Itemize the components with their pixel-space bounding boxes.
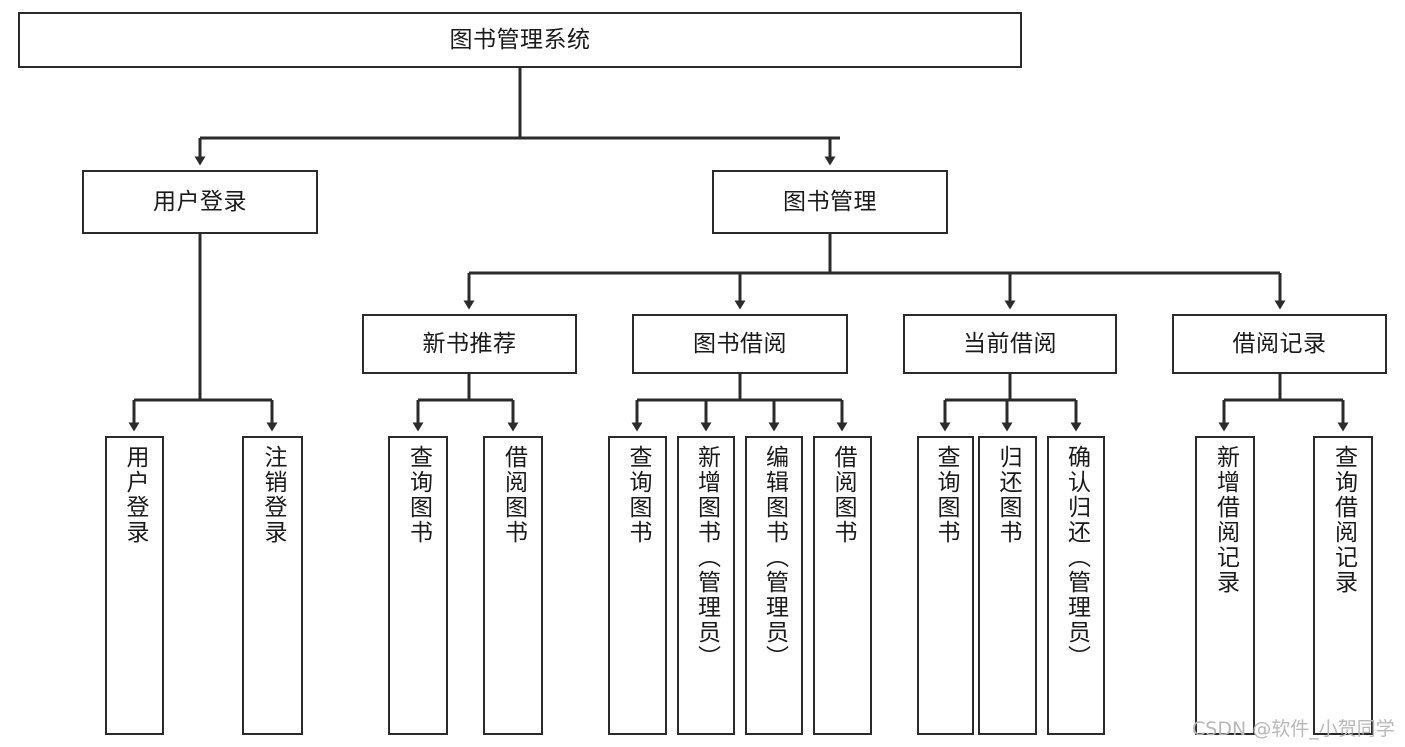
node-level3-book-borrow-label: 图书借阅 [693,330,787,357]
node-leaf-query-book-recommend[interactable]: 查询图书 [388,436,448,735]
node-leaf-borrow-book-label: 借阅图书 [830,445,856,545]
node-leaf-query-book-recommend-label: 查询图书 [405,445,432,545]
node-leaf-edit-book-admin[interactable]: 编辑图书（管理员） [745,436,803,735]
node-level2-user-login-label: 用户登录 [153,188,247,215]
node-leaf-query-book-borrow-label: 查询图书 [625,445,651,545]
node-leaf-confirm-return-admin-label: 确认归还（管理员） [1063,445,1090,670]
node-leaf-query-borrow-record[interactable]: 查询借阅记录 [1313,436,1373,735]
node-leaf-borrow-book-recommend[interactable]: 借阅图书 [483,436,543,735]
node-leaf-user-login-label: 用户登录 [122,445,148,545]
node-level3-borrow-records-label: 借阅记录 [1232,330,1327,357]
node-leaf-user-login[interactable]: 用户登录 [105,436,164,735]
node-leaf-return-book-label: 归还图书 [995,445,1021,545]
node-level3-current-borrow[interactable]: 当前借阅 [903,314,1117,374]
node-leaf-borrow-book-recommend-label: 借阅图书 [500,445,527,545]
node-leaf-add-borrow-record[interactable]: 新增借阅记录 [1195,436,1255,735]
node-root[interactable]: 图书管理系统 [18,12,1022,68]
node-level3-book-borrow[interactable]: 图书借阅 [632,314,848,374]
node-root-label: 图书管理系统 [449,26,591,53]
node-level2-user-login[interactable]: 用户登录 [82,170,318,234]
node-leaf-query-borrow-record-label: 查询借阅记录 [1330,445,1357,595]
node-leaf-confirm-return-admin[interactable]: 确认归还（管理员） [1047,436,1105,735]
node-level3-current-borrow-label: 当前借阅 [963,330,1057,357]
node-leaf-borrow-book[interactable]: 借阅图书 [813,436,872,735]
node-leaf-return-book[interactable]: 归还图书 [978,436,1037,735]
node-leaf-edit-book-admin-label: 编辑图书（管理员） [761,445,788,670]
node-leaf-add-book-admin[interactable]: 新增图书（管理员） [677,436,735,735]
node-level2-book-management-label: 图书管理 [783,188,877,215]
node-leaf-add-borrow-record-label: 新增借阅记录 [1212,445,1239,595]
node-leaf-query-book-current[interactable]: 查询图书 [917,436,974,735]
node-leaf-query-book-borrow[interactable]: 查询图书 [608,436,667,735]
node-leaf-query-book-current-label: 查询图书 [933,445,959,545]
node-level2-book-management[interactable]: 图书管理 [712,170,948,234]
csdn-watermark: CSDN @软件_小贺同学 [1192,718,1395,740]
node-leaf-logout-label: 注销登录 [260,445,286,545]
node-level3-new-book-recommend[interactable]: 新书推荐 [362,314,577,374]
node-level3-borrow-records[interactable]: 借阅记录 [1172,314,1387,374]
node-leaf-add-book-admin-label: 新增图书（管理员） [693,445,720,670]
node-leaf-logout[interactable]: 注销登录 [242,436,303,735]
node-level3-new-book-recommend-label: 新书推荐 [422,330,517,357]
